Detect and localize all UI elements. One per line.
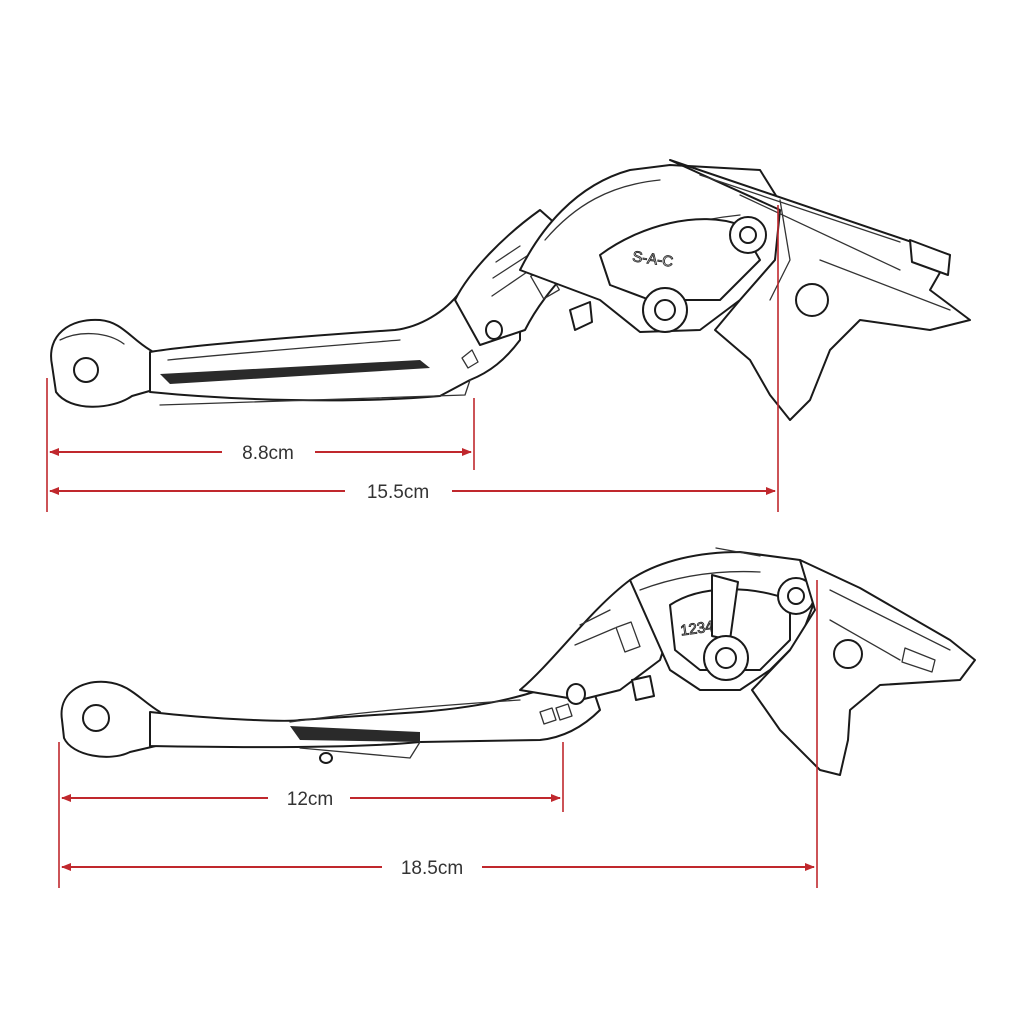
top-long-dimension: 15.5cm (49, 482, 776, 503)
bottom-lever-dimensions: 12cm 18.5cm (58, 580, 818, 888)
top-lever-dimensions: 8.8cm 15.5cm (46, 205, 779, 512)
top-lever-adjuster-marking: S-A-C (631, 248, 674, 271)
top-short-dimension: 8.8cm (49, 443, 472, 464)
top-lever-pivot-bolt-upper (729, 216, 767, 254)
bottom-lever-end-eyelet (60, 680, 161, 758)
top-lever-illustration: S-A-C (50, 159, 971, 421)
top-short-dimension-label: 8.8cm (242, 443, 294, 464)
bottom-short-dimension: 12cm (61, 789, 561, 810)
bottom-lever-pivot-bolt-lower (703, 635, 749, 681)
bottom-lever-mount-bracket (751, 559, 976, 776)
top-lever-adjuster-dial: S-A-C (599, 218, 761, 301)
bottom-lever-fold-joint (519, 579, 681, 705)
bottom-long-dimension: 18.5cm (61, 858, 815, 879)
bottom-lever-adjuster-dial: 123456 (669, 574, 791, 671)
top-lever-pivot-bolt-lower (642, 287, 688, 333)
bottom-long-dimension-label: 18.5cm (401, 858, 463, 879)
top-lever-mount-bracket (669, 159, 971, 421)
top-long-dimension-label: 15.5cm (367, 482, 429, 503)
top-lever-blade (149, 289, 521, 406)
top-lever-end-eyelet (50, 318, 161, 408)
bottom-lever-illustration: 123456 (60, 547, 976, 776)
bottom-lever-pivot-bolt-upper (777, 577, 815, 615)
bottom-lever-blade (149, 679, 601, 764)
bottom-short-dimension-label: 12cm (287, 789, 333, 810)
